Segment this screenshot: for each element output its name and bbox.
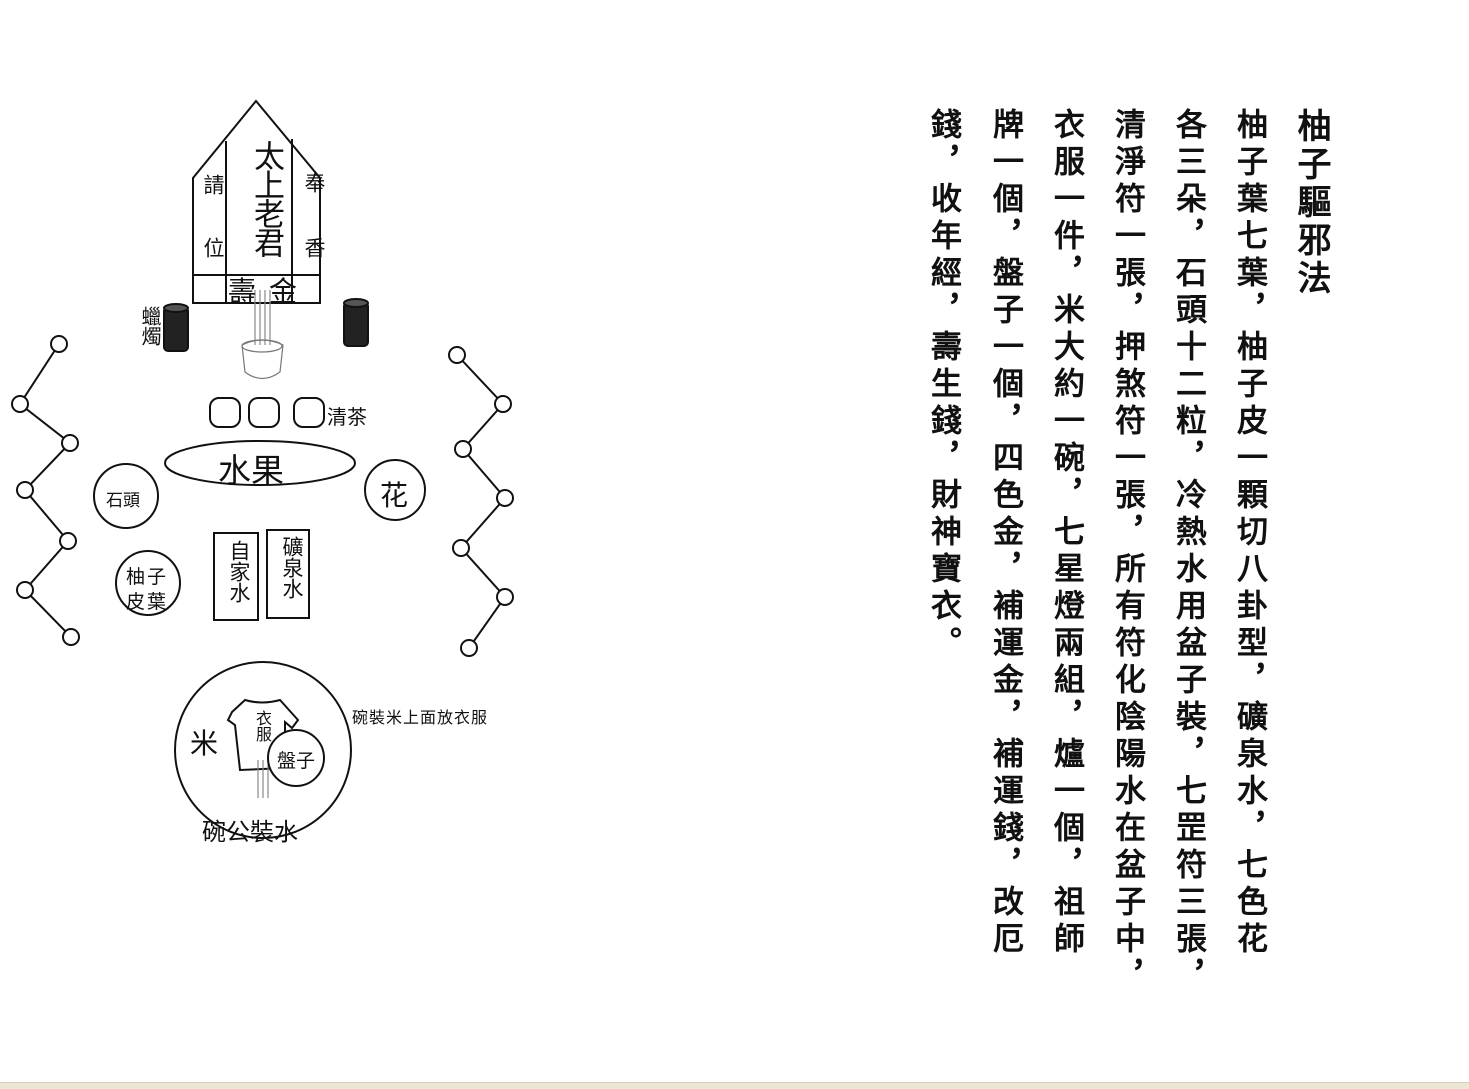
bowl-caption: 碗公裝水	[202, 818, 298, 846]
tablet-left-top: 請	[201, 174, 225, 195]
fruit-label: 水果	[218, 451, 284, 490]
page-bottom-edge	[0, 1082, 1469, 1089]
tablet-left-bottom: 位	[201, 237, 225, 258]
text-column-6: 錢，收年經，壽生錢，財神寶衣。	[925, 108, 961, 663]
mineral-water-box	[266, 529, 310, 619]
tea-cups	[209, 397, 325, 428]
home-water-box	[213, 532, 259, 621]
article-title: 柚子驅邪法	[1291, 108, 1331, 298]
mineral-water-label: 礦泉水	[280, 536, 304, 599]
tablet-right-top: 奉	[302, 172, 326, 193]
stone-circle	[93, 463, 159, 529]
text-column-4: 衣服一件，米大約一碗，七星燈兩組，爐一個，祖師	[1048, 108, 1084, 959]
home-water-label: 自家水	[227, 540, 251, 603]
seven-star-lamp-right	[448, 346, 514, 657]
plate-label: 盤子	[277, 750, 316, 772]
bowl-circle	[174, 661, 352, 839]
candle-right	[343, 298, 369, 347]
plate-circle	[267, 729, 325, 787]
fruit-plate	[164, 440, 356, 486]
pomelo-circle	[115, 550, 181, 616]
stone-label: 石頭	[106, 491, 140, 511]
pomelo-label-1: 柚子	[126, 566, 169, 588]
incense-burner	[241, 290, 284, 380]
tablet-base-left: 壽	[228, 275, 257, 308]
tablet-center: 太上老君	[248, 140, 284, 256]
bowl-note: 碗裝米上面放衣服	[352, 708, 489, 727]
text-column-2: 各三朵，石頭十二粒，冷熱水用盆子裝，七罡符三張，	[1170, 108, 1206, 996]
spirit-tablet	[192, 99, 321, 304]
text-column-5: 牌一個，盤子一個，四色金，補運金，補運錢，改厄	[987, 108, 1023, 959]
candle-label: 蠟燭	[138, 306, 162, 346]
tablet-right-bottom: 香	[302, 237, 326, 258]
candle-left	[163, 303, 189, 352]
rice-label: 米	[190, 727, 219, 760]
pomelo-label-2: 皮葉	[126, 591, 169, 613]
flower-circle	[364, 459, 426, 521]
tea-label: 清茶	[327, 405, 367, 429]
seven-star-lamp-left	[11, 335, 80, 646]
tablet-base-right: 金	[269, 275, 298, 308]
flower-label: 花	[380, 479, 409, 512]
text-column-1: 柚子葉七葉，柚子皮一顆切八卦型，礦泉水，七色花	[1231, 108, 1267, 959]
clothes-label: 衣服	[253, 710, 272, 742]
text-column-3: 清淨符一張，押煞符一張，所有符化陰陽水在盆子中，	[1109, 108, 1145, 996]
